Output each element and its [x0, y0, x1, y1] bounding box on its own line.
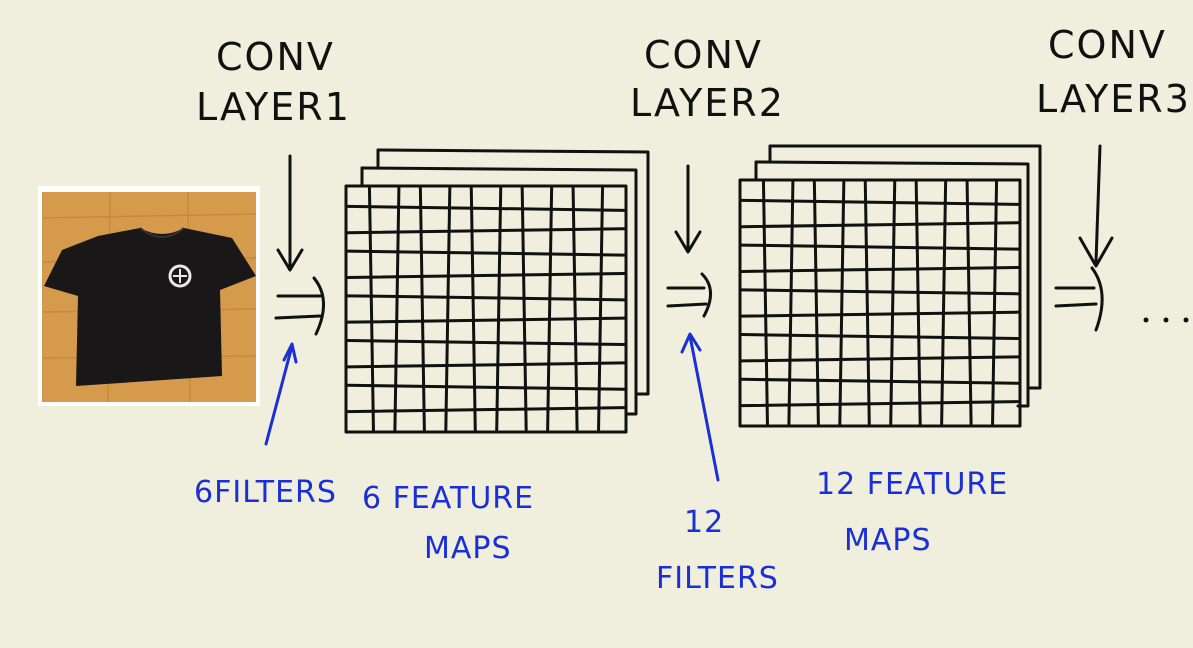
svg-text:LAYER1: LAYER1: [196, 85, 351, 129]
svg-text:MAPS: MAPS: [844, 523, 932, 558]
conv-layer-3-label: CONV LAYER3: [1036, 23, 1191, 121]
grid1-vertical-line: [393, 186, 401, 432]
svg-text:MAPS: MAPS: [424, 531, 512, 566]
grid1-horizontal-line: [346, 316, 626, 324]
grid2-vertical-line: [787, 180, 795, 426]
feature-maps-2-label: 12 FEATURE MAPS: [816, 467, 1008, 558]
grid2-horizontal-line: [740, 400, 1020, 408]
svg-text:CONV: CONV: [644, 33, 763, 77]
grid1-vertical-line: [495, 186, 503, 432]
grid2-vertical-line: [838, 180, 846, 426]
svg-text:CONV: CONV: [216, 35, 335, 79]
grid1-horizontal-line: [346, 294, 626, 302]
feature-map-grid-1: [344, 184, 628, 434]
svg-text:12: 12: [684, 505, 724, 540]
svg-text:6 FEATURE: 6 FEATURE: [362, 481, 534, 516]
grid1-horizontal-line: [346, 361, 626, 369]
down-arrow-layer1: [276, 154, 304, 272]
feature-map-grid-2: [738, 178, 1022, 428]
tshirt-logo: [168, 264, 192, 288]
grid1-vertical-line: [546, 186, 554, 432]
filters-2-arrow: [680, 332, 720, 482]
grid2-vertical-line: [914, 180, 922, 426]
grid1-vertical-line: [444, 186, 452, 432]
grid2-horizontal-line: [740, 243, 1020, 251]
tshirt-shape: [44, 228, 256, 386]
grid2-horizontal-line: [740, 355, 1020, 363]
conv-layer-2-label: CONV LAYER2: [630, 33, 785, 125]
grid2-horizontal-line: [740, 198, 1020, 206]
grid1-horizontal-line: [346, 383, 626, 391]
svg-text:12 FEATURE: 12 FEATURE: [816, 467, 1008, 502]
grid1-vertical-line: [520, 186, 528, 432]
grid2-vertical-line: [965, 180, 973, 426]
grid1-horizontal-line: [346, 271, 626, 279]
grid1-vertical-line: [469, 186, 477, 432]
filters-1-arrow: [264, 342, 298, 446]
right-arrow-1: [274, 276, 325, 336]
input-image: [38, 186, 260, 406]
grid1-vertical-line: [418, 186, 426, 432]
grid2-vertical-line: [940, 180, 948, 426]
filters-1-label: 6FILTERS: [194, 475, 337, 510]
grid1-horizontal-line: [346, 406, 626, 414]
grid2-vertical-line: [863, 180, 871, 426]
svg-text:LAYER3: LAYER3: [1036, 77, 1191, 121]
grid1-horizontal-line: [346, 249, 626, 257]
feature-maps-1-label: 6 FEATURE MAPS: [362, 481, 534, 566]
conv-layer-1-label: CONV LAYER1: [196, 35, 351, 129]
svg-text:LAYER2: LAYER2: [630, 81, 785, 125]
down-arrow-layer2: [674, 164, 702, 254]
grid1-vertical-line: [571, 186, 579, 432]
down-arrow-layer3: [1078, 144, 1114, 268]
feature-map-stack-2: [738, 144, 1042, 428]
continuation-dots: [1143, 317, 1189, 323]
svg-text:CONV: CONV: [1048, 23, 1167, 67]
grid2-horizontal-line: [740, 310, 1020, 318]
grid2-vertical-line: [761, 180, 769, 426]
grid1-horizontal-line: [346, 227, 626, 235]
grid1-horizontal-line: [346, 339, 626, 347]
grid2-horizontal-line: [740, 265, 1020, 273]
right-arrow-2: [666, 272, 712, 318]
right-arrow-3: [1054, 266, 1104, 332]
grid1-vertical-line: [367, 186, 375, 432]
grid2-vertical-line: [812, 180, 820, 426]
filters-2-label: 12 FILTERS: [656, 505, 779, 596]
grid2-horizontal-line: [740, 377, 1020, 385]
grid2-horizontal-line: [740, 333, 1020, 341]
feature-map-stack-1: [344, 148, 650, 434]
grid2-horizontal-line: [740, 221, 1020, 229]
svg-text:FILTERS: FILTERS: [656, 561, 779, 596]
grid2-vertical-line: [991, 180, 999, 426]
grid2-horizontal-line: [740, 288, 1020, 296]
grid1-vertical-line: [597, 186, 605, 432]
grid1-horizontal-line: [346, 204, 626, 212]
grid2-vertical-line: [889, 180, 897, 426]
